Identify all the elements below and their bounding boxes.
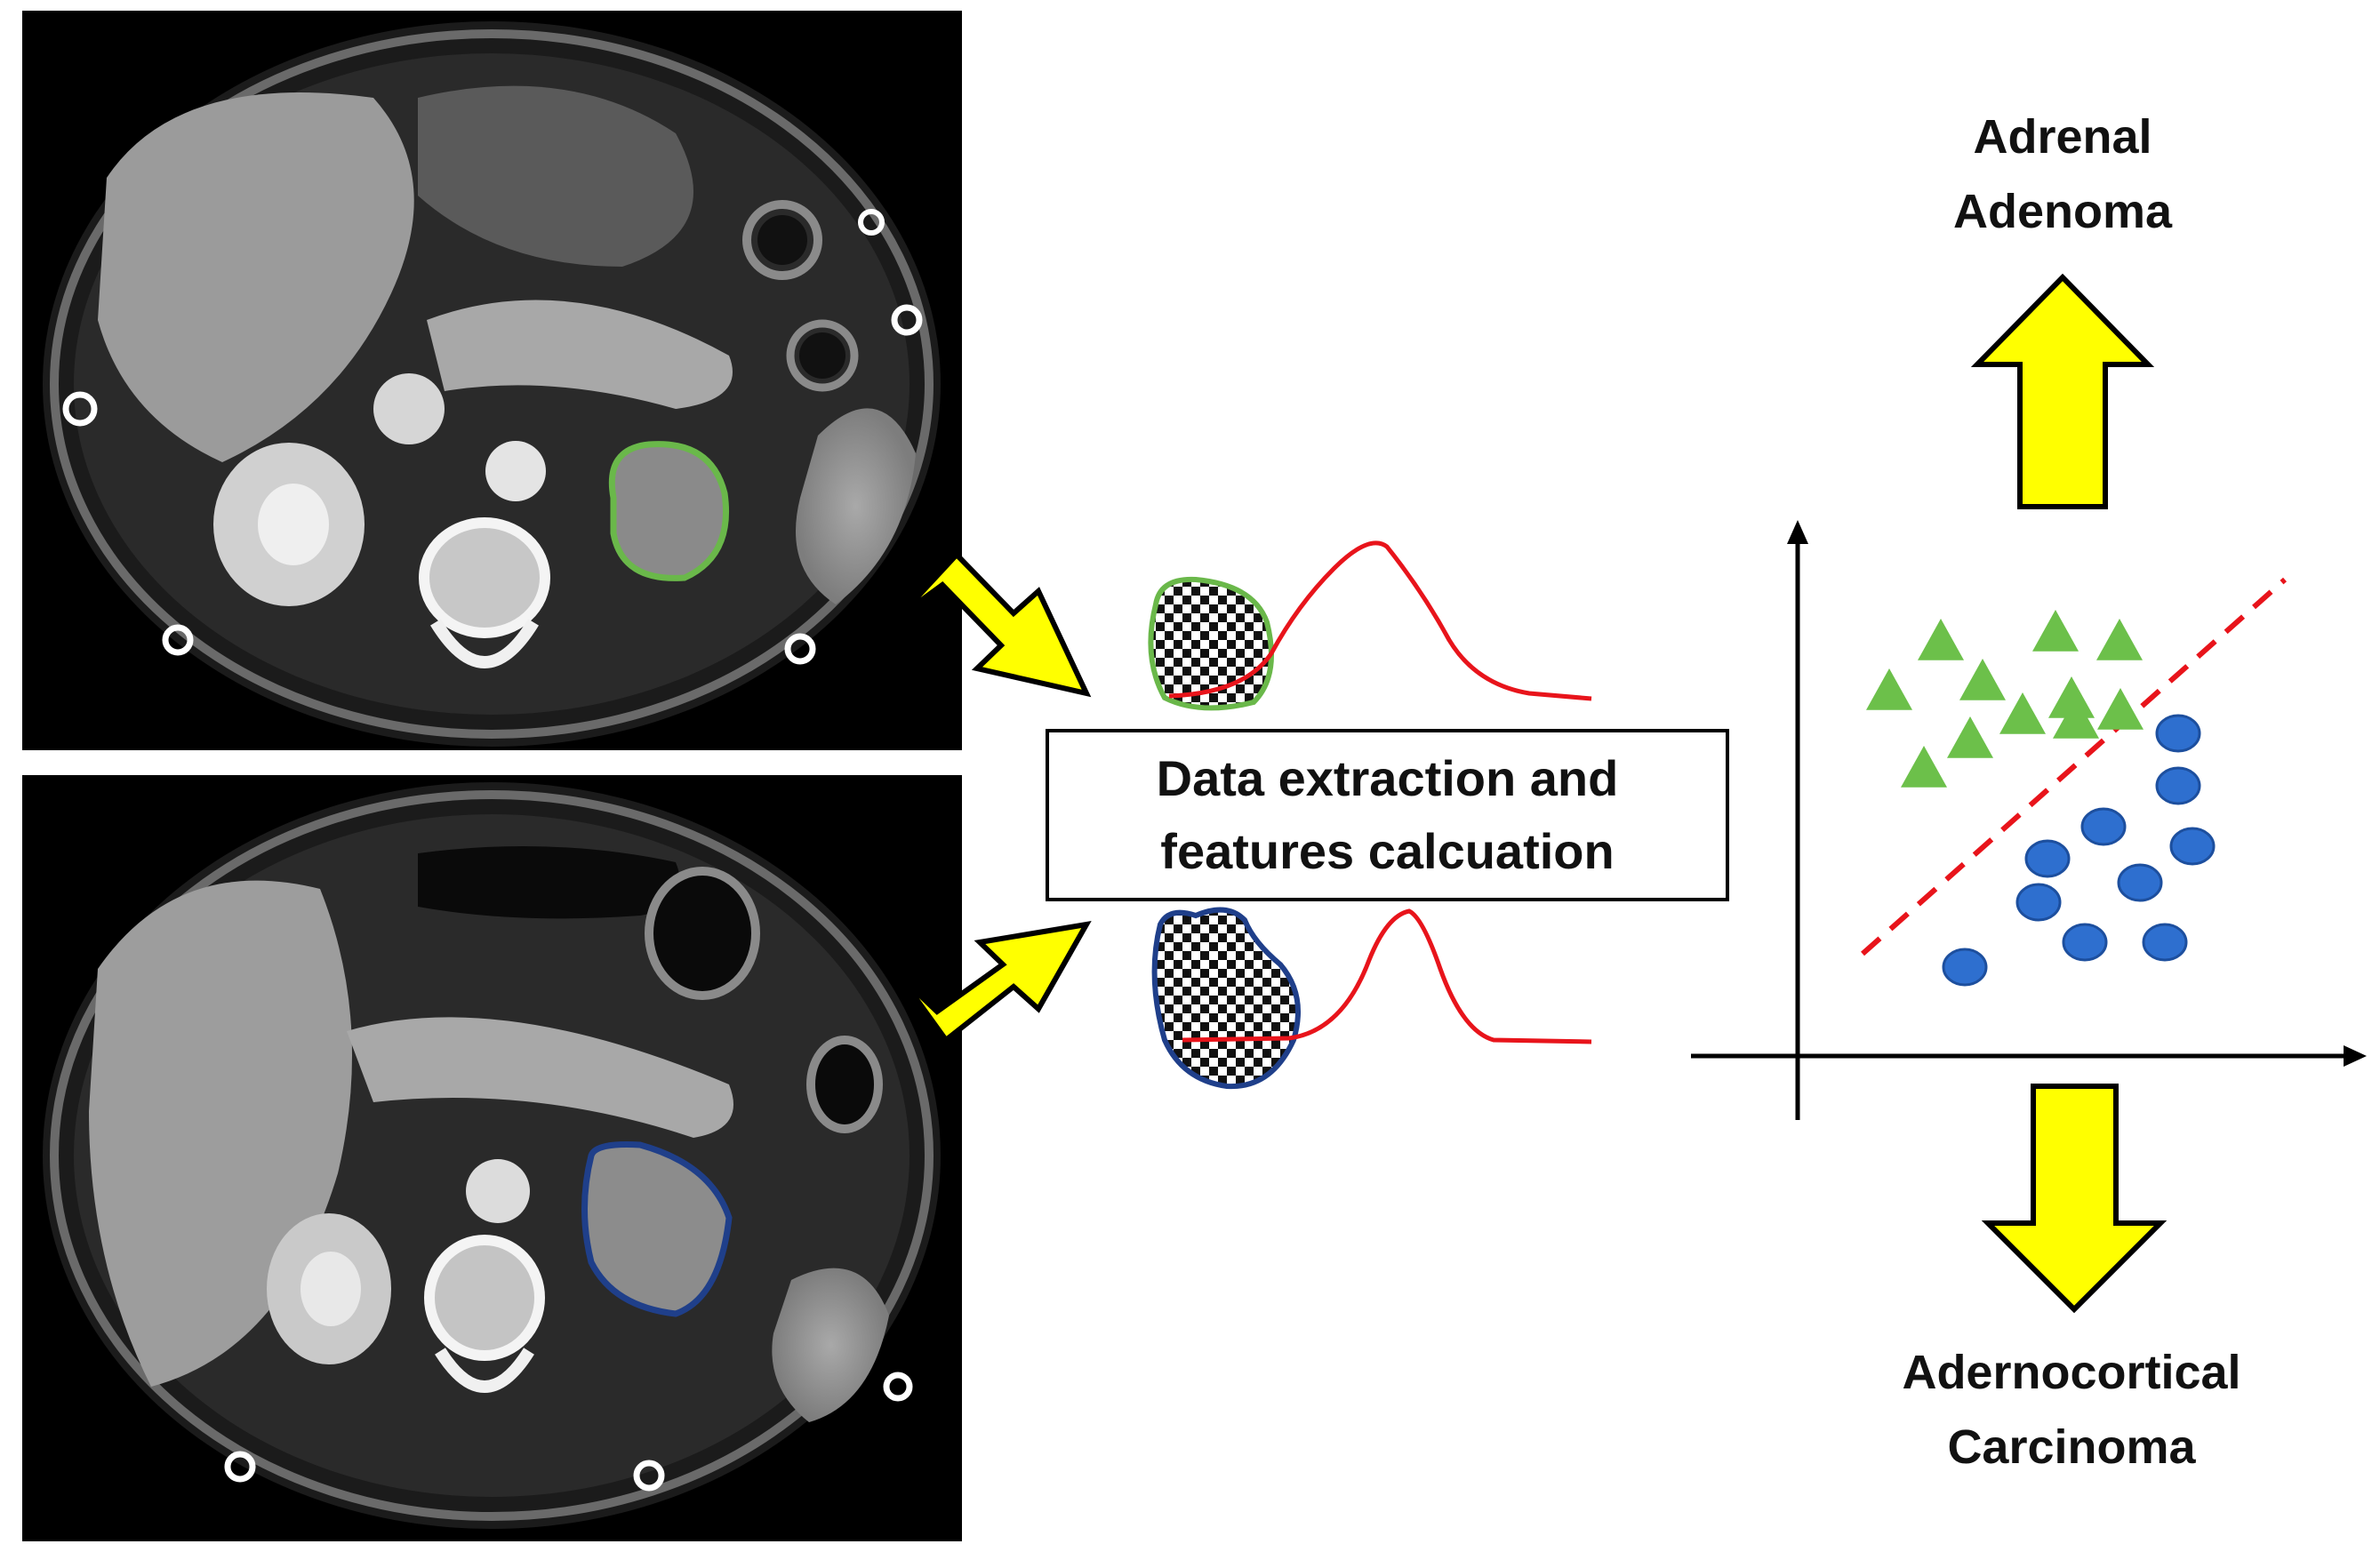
carcinoma-circle-marker [2024, 839, 2071, 878]
adenoma-triangle-marker [1866, 668, 1912, 710]
adenoma-triangle-marker [2096, 619, 2143, 660]
decision-boundary [1861, 577, 2287, 956]
histogram-curve-adenoma [1168, 540, 1592, 701]
adenoma-triangle-marker [1901, 746, 1947, 788]
adenoma-triangle-marker [2053, 697, 2099, 739]
carcinoma-contour [581, 1141, 733, 1317]
adenoma-line-2: Adenoma [1952, 185, 2173, 238]
ct-scan-bottom [22, 775, 962, 1541]
roi-adenoma-icon [1148, 576, 1274, 711]
box-line-2: features calcuation [1160, 823, 1615, 879]
adenoma-triangle-marker [2097, 688, 2144, 730]
feature-extraction-box: Data extraction and features calcuation [1046, 729, 1729, 901]
adenoma-contour [608, 441, 730, 581]
down-arrow-carcinoma [1981, 1084, 2168, 1314]
carcinoma-circle-marker [2062, 923, 2108, 962]
carcinoma-circle-marker [2169, 827, 2216, 866]
carcinoma-circle-marker [2117, 863, 2163, 902]
adenoma-line-1: Adrenal [1973, 110, 2152, 164]
carcinoma-line-2: Carcinoma [1947, 1420, 2196, 1474]
carcinoma-circle-marker [1942, 948, 1988, 987]
ct-scan-top [22, 11, 962, 750]
adenoma-triangle-marker [1918, 619, 1964, 660]
carcinoma-circle-marker [2080, 807, 2127, 846]
roi-carcinoma-icon [1151, 907, 1301, 1090]
adenoma-triangle-marker [1999, 692, 2046, 734]
histogram-curve-carcinoma [1182, 908, 1592, 1044]
carcinoma-circle-marker [2142, 923, 2188, 962]
adenoma-triangle-marker [2048, 676, 2095, 718]
arrow-top-to-box [897, 550, 1092, 698]
arrow-bottom-to-box [897, 921, 1092, 1044]
carcinoma-circle-marker [2155, 766, 2201, 805]
adenoma-triangle-marker [2032, 610, 2079, 652]
adenoma-lesion [612, 444, 726, 579]
outcome-label-carcinoma: Adernocortical Carcinoma [1805, 1335, 2338, 1484]
up-arrow-adenoma [1970, 273, 2155, 509]
feature-scatter-plot [1691, 520, 2367, 1120]
carcinoma-line-1: Adernocortical [1902, 1346, 2241, 1399]
box-line-1: Data extraction and [1156, 750, 1619, 806]
carcinoma-lesion [584, 1144, 729, 1314]
adenoma-triangle-marker [1947, 716, 1993, 758]
carcinoma-circle-marker [2155, 714, 2201, 753]
carcinoma-circle-marker [2015, 883, 2062, 922]
adenoma-triangle-marker [1959, 659, 2006, 700]
outcome-label-adenoma: Adrenal Adenoma [1876, 100, 2249, 249]
